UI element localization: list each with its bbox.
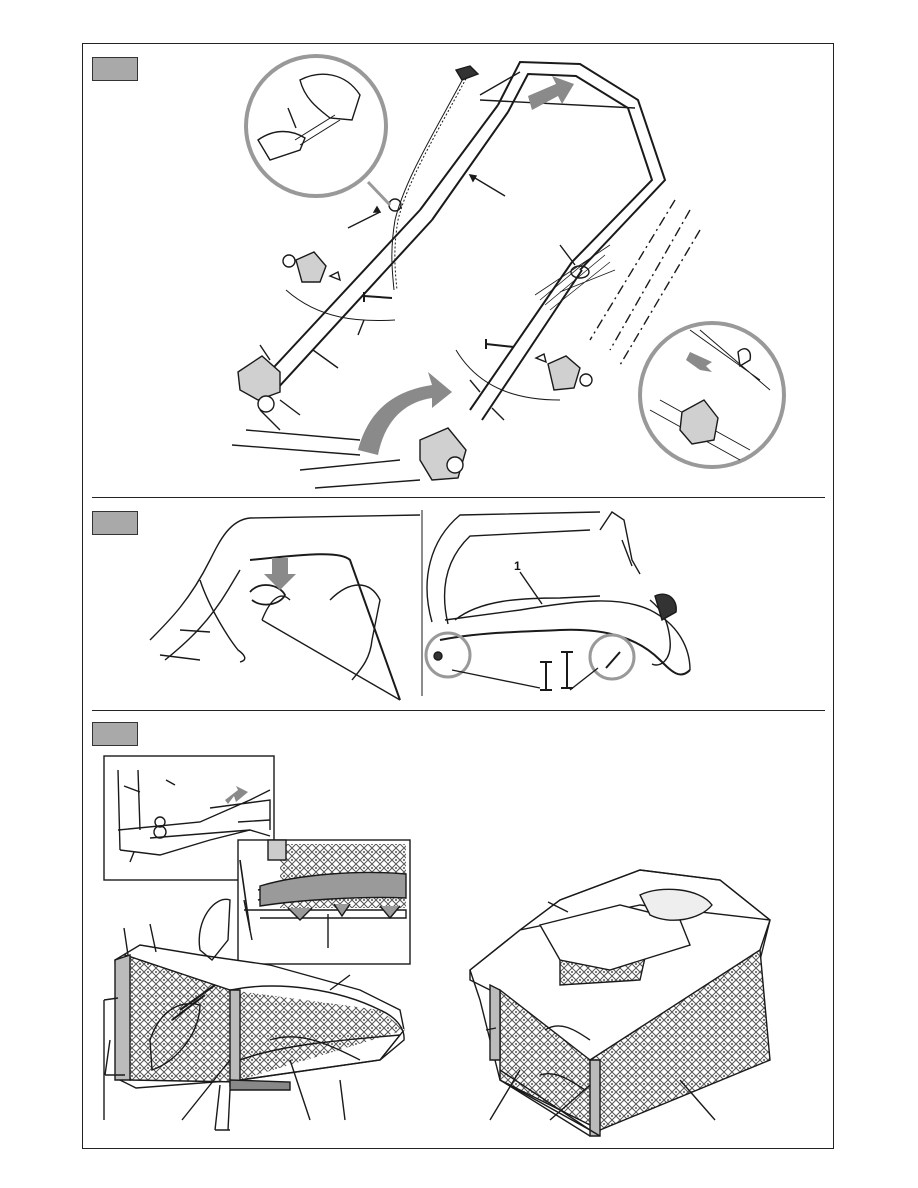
- callout-number-1: 1: [514, 559, 521, 573]
- figure-2-cover-fitting: [150, 510, 690, 700]
- figure-3-grass-bag: [104, 756, 770, 1136]
- figure-1-handle-assembly: [232, 56, 784, 488]
